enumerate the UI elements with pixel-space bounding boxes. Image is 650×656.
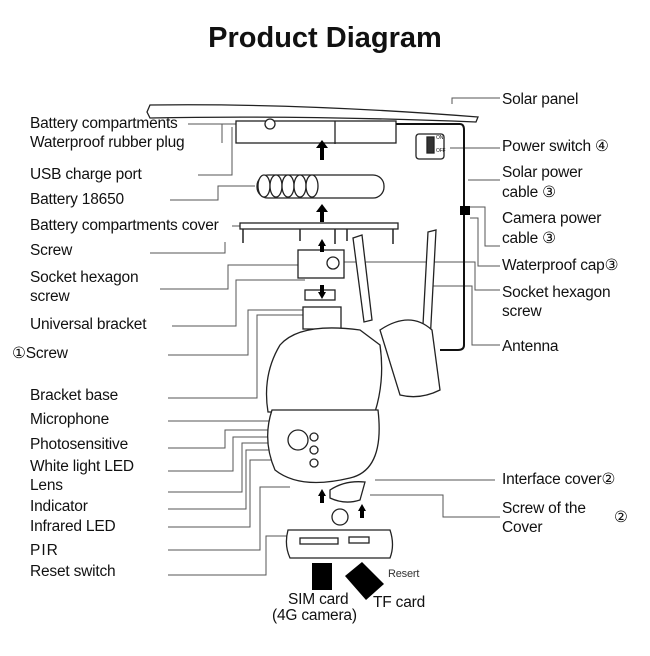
label-universal-bracket: Universal bracket <box>30 316 147 333</box>
label-screw-of-cover-2: Cover <box>502 519 543 536</box>
label-photosensitive: Photosensitive <box>30 436 129 453</box>
leader-screw <box>150 242 226 254</box>
universal-bracket-shape <box>302 306 342 330</box>
battery-cover-shape <box>239 222 399 230</box>
label-socket-hexagon-right: Socket hexagon <box>502 284 611 301</box>
leader-screw-1 <box>168 309 303 356</box>
label-camera-power-cable: Camera power <box>502 210 602 227</box>
label-pir: PIR <box>30 542 59 559</box>
label-screw: Screw <box>30 242 73 259</box>
camera-head-shape <box>265 327 383 413</box>
leader-universal-bracket <box>172 279 305 327</box>
leader-photosensitive <box>168 429 282 449</box>
tf-card-shape <box>345 562 384 600</box>
sim-card-shape <box>312 563 332 590</box>
label-waterproof-cap: Waterproof cap③ <box>502 257 619 274</box>
label-sim-card: SIM card <box>288 591 349 608</box>
label-white-light-led: White light LED <box>30 458 134 475</box>
label-solar-panel: Solar panel <box>502 91 579 108</box>
label-screw-of-cover-number: ② <box>614 509 628 526</box>
battery-box <box>235 120 397 144</box>
label-camera-power-cable-2: cable ③ <box>502 230 556 247</box>
leader-indicator <box>168 449 280 510</box>
leader-infrared <box>168 459 280 528</box>
label-socket-hexagon-left-2: screw <box>30 288 70 305</box>
label-tf-card: TF card <box>373 594 425 611</box>
leader-socket-screw-right <box>340 261 500 291</box>
arrow-icon <box>318 239 326 252</box>
leader-waterproof-cap <box>470 217 500 267</box>
arrow-icon <box>316 204 328 222</box>
arrow-icon <box>318 285 326 299</box>
label-battery-18650: Battery 18650 <box>30 191 124 208</box>
label-solar-power-cable-2: cable ③ <box>502 184 556 201</box>
page-title: Product Diagram <box>208 22 442 54</box>
arrow-icon <box>318 489 326 503</box>
arrow-icon <box>316 140 328 160</box>
label-antenna: Antenna <box>502 338 559 355</box>
leader-bracket-base <box>168 314 308 399</box>
leader-battery <box>170 185 255 201</box>
leader-pir <box>168 486 290 551</box>
label-socket-hexagon-left: Socket hexagon <box>30 269 139 286</box>
label-sim-card-2: (4G camera) <box>272 607 357 624</box>
label-resert: Resert <box>388 568 420 580</box>
leader-socket-screw-left <box>160 264 300 290</box>
label-solar-power-cable: Solar power <box>502 164 583 181</box>
label-battery-compartments-cover: Battery compartments cover <box>30 217 219 234</box>
label-battery-compartments: Battery compartments <box>30 115 178 132</box>
label-socket-hexagon-right-2: screw <box>502 303 542 320</box>
antenna-shape <box>352 234 373 323</box>
label-bracket-base: Bracket base <box>30 387 119 404</box>
label-screw-1: ①Screw <box>12 345 68 362</box>
leader-camera-cable <box>468 206 500 247</box>
leader-reset <box>168 535 300 576</box>
arrow-icon <box>358 504 366 518</box>
label-power-switch: Power switch ④ <box>502 138 609 155</box>
label-lens: Lens <box>30 477 63 494</box>
label-interface-cover: Interface cover② <box>502 471 616 488</box>
label-reset-switch: Reset switch <box>30 563 116 580</box>
label-switch-on: ON <box>436 135 444 141</box>
label-usb-charge-port: USB charge port <box>30 166 142 183</box>
side-arm-shape <box>379 319 441 398</box>
label-microphone: Microphone <box>30 411 109 428</box>
dome-shape <box>267 409 380 484</box>
label-infrared-led: Infrared LED <box>30 518 116 535</box>
leader-lens <box>168 442 285 493</box>
label-switch-off: OFF <box>436 148 446 154</box>
leader-white-led <box>168 436 282 472</box>
label-waterproof-rubber-plug: Waterproof rubber plug <box>30 134 185 151</box>
leader-antenna <box>430 285 500 346</box>
leader-cover-screw <box>370 494 500 518</box>
solar-panel-shape <box>146 104 479 123</box>
label-indicator: Indicator <box>30 498 88 515</box>
interface-cover-shape <box>329 481 366 503</box>
leader-solar-panel <box>451 97 500 104</box>
label-screw-of-cover: Screw of the <box>502 500 586 517</box>
leader-rubber-plug <box>221 123 236 143</box>
leader-usb-port <box>198 127 233 176</box>
